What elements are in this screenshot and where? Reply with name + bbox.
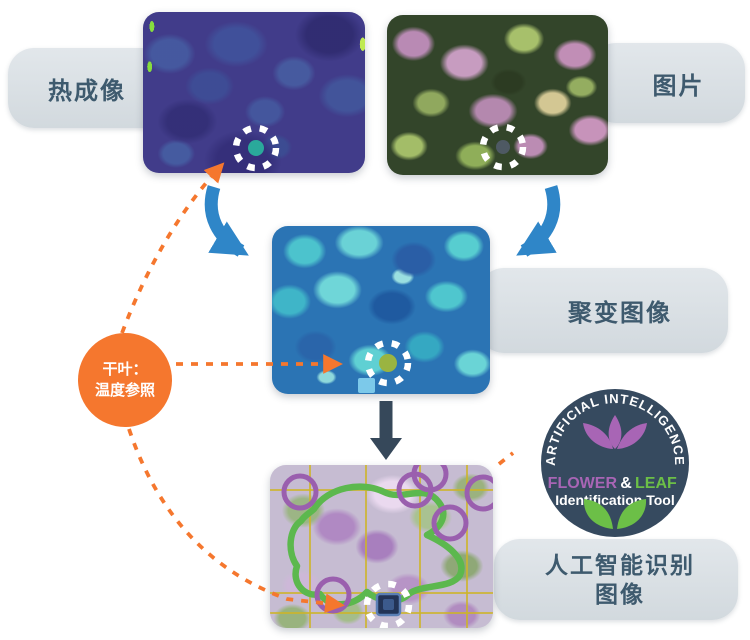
- fused-image: [272, 226, 490, 394]
- hotspot-dot-icon: [248, 140, 264, 156]
- reference-plate-inner: [383, 599, 394, 610]
- target-dashed-circle-icon: [363, 580, 413, 628]
- badge-word-leaf: LEAF: [635, 475, 677, 492]
- badge-ampersand: &: [620, 475, 632, 492]
- target-dashed-circle-icon: [479, 123, 527, 171]
- fused-label-bar: 聚变图像: [478, 268, 728, 353]
- fused-label: 聚变图像: [568, 300, 672, 327]
- target-dashed-circle-icon: [232, 124, 280, 172]
- lotus-flower-icon: [583, 415, 647, 449]
- ai-label-bar: 人工智能识别 图像: [494, 539, 738, 620]
- badge-background: [541, 389, 689, 537]
- badge-word-flower: FLOWER: [548, 475, 618, 492]
- reference-dot-icon: [496, 140, 510, 154]
- photo-label-bar: 图片: [590, 43, 745, 123]
- photo-label: 图片: [652, 72, 705, 100]
- ref-link-to-thermal: [120, 162, 225, 334]
- ai-tool-badge-graphic: ARTIFICIAL INTELLIGENCE FLOWER & LEAF Id…: [541, 389, 689, 537]
- thermal-image-markers: [232, 124, 280, 172]
- photo-image: [387, 15, 608, 175]
- thermal-image: [143, 12, 365, 173]
- reference-note-text: 干叶： 温度参照: [95, 359, 155, 401]
- arrow-thermal-to-fused: [204, 185, 249, 257]
- leaves-icon: [583, 499, 647, 529]
- ai-image-annotations: [270, 465, 493, 628]
- arrow-fused-to-ai: [370, 401, 402, 460]
- target-dashed-circle-icon: [364, 339, 412, 387]
- reference-note-line1: 干叶：: [102, 361, 148, 378]
- ai-label-line2: 图像: [595, 580, 645, 607]
- thermal-label: 热成像: [48, 77, 126, 105]
- badge-subtitle: Identification Tool: [555, 492, 675, 508]
- ai-label-line1: 人工智能识别: [545, 551, 695, 578]
- ai-tool-badge: ARTIFICIAL INTELLIGENCE FLOWER & LEAF Id…: [540, 388, 690, 538]
- hotspot-dot-icon: [379, 354, 397, 372]
- reference-square-icon: [358, 378, 375, 393]
- flower-detection-circles: [281, 465, 493, 614]
- arrow-photo-to-fused: [516, 185, 561, 257]
- fused-image-markers: [358, 339, 412, 393]
- ai-label: 人工智能识别 图像: [494, 551, 738, 609]
- ai-identified-image: [270, 465, 493, 628]
- ref-link-stray-dash: [497, 451, 515, 466]
- reference-note-line2: 温度参照: [94, 382, 155, 399]
- reference-note-circle: 干叶： 温度参照: [78, 333, 172, 427]
- photo-image-markers: [479, 123, 527, 171]
